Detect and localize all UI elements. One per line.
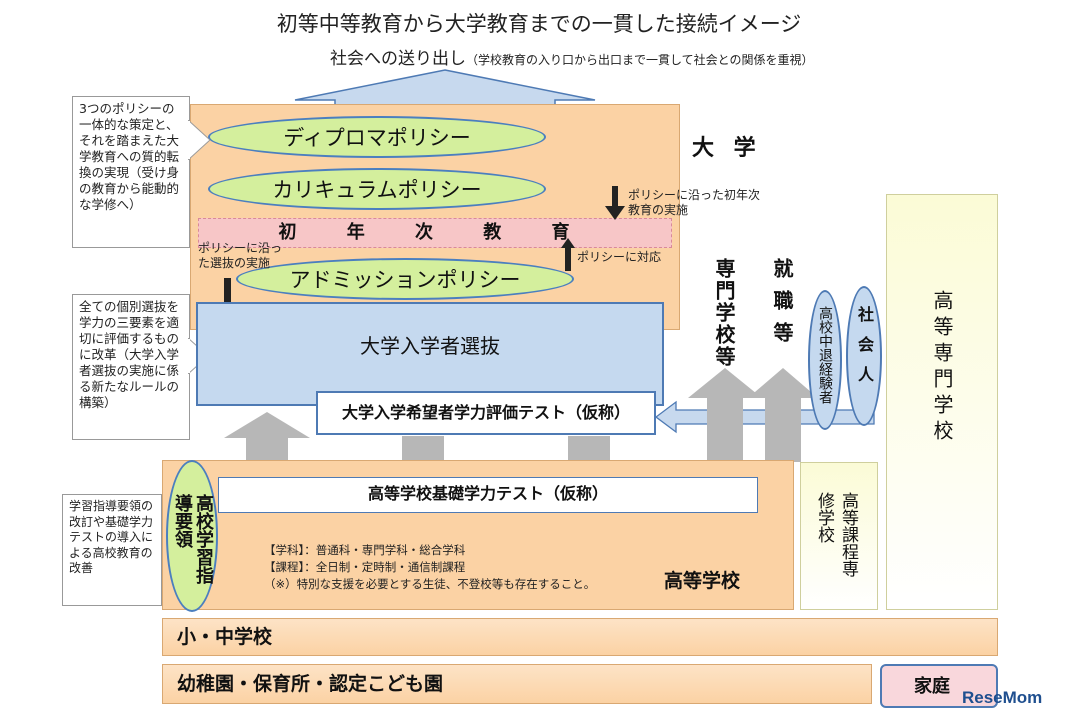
selection-callout: 全ての個別選抜を学力の三要素を適切に評価するものに改革（大学入学者選抜の実施に係… — [72, 294, 190, 440]
elementary-band: 小・中学校 — [162, 618, 998, 656]
dropout-ellipse — [808, 290, 842, 430]
guidelines-callout: 学習指導要領の改訂や基礎学力テストの導入による高校教育の改善 — [62, 494, 162, 606]
kosen-column — [886, 194, 998, 610]
university-label: 大 学 — [692, 136, 762, 161]
home-box: 家庭 — [880, 664, 998, 708]
admission-policy-ellipse: アドミッションポリシー — [236, 258, 574, 300]
vocational-up-arrow — [688, 368, 762, 462]
working-adults-label: 社会人 — [855, 306, 874, 396]
gray-arrow-left — [246, 436, 288, 464]
dropout-label: 高校中退経験者 — [817, 306, 833, 404]
kosen-label: 高等専門学校 — [930, 290, 954, 446]
policies-callout: 3つのポリシーの一体的な策定と、それを踏まえた大学教育への質的転換の実現（受け身… — [72, 96, 190, 248]
high-school-detail-2: 【課程】：全日制・定時制・通信制課程 — [264, 560, 466, 574]
down-arrow-first-year — [605, 186, 625, 220]
diagram-title: 初等中等教育から大学教育までの一貫した接続イメージ — [276, 12, 802, 36]
selection-policy-note: ポリシーに沿った選抜の実施 — [198, 241, 283, 270]
first-year-education-band: 初 年 次 教 育 — [198, 218, 672, 248]
employment-up-arrow — [748, 368, 818, 462]
senshu-label: 高等課程専修学校 — [814, 492, 858, 577]
gray-arrow-left-head — [224, 412, 310, 438]
gray-arrow-mid — [402, 436, 444, 462]
vocational-school-label: 専門学校等 — [712, 258, 736, 368]
watermark-logo: ReseMom — [962, 688, 1043, 707]
basic-academic-test-box: 高等学校基礎学力テスト（仮称） — [218, 477, 758, 513]
preschool-band: 幼稚園・保育所・認定こども園 — [162, 664, 872, 704]
selection-label: 大学入学者選抜 — [360, 334, 500, 358]
up-arrow-correspond — [561, 238, 575, 271]
first-year-note: ポリシーに沿った初年次教育の実施 — [628, 188, 761, 217]
university-admission-selection-block — [196, 302, 664, 406]
correspond-note: ポリシーに対応 — [577, 250, 662, 264]
high-school-label: 高等学校 — [664, 570, 741, 592]
society-up-arrow — [294, 69, 596, 110]
diploma-policy-ellipse: ディプロマポリシー — [208, 116, 546, 158]
employment-label: 就職等 — [770, 258, 794, 354]
gray-arrow-right — [568, 436, 610, 462]
high-school-detail-3: （※）特別な支援を必要とする生徒、不登校等も存在すること。 — [264, 577, 596, 591]
subtitle-main: 社会への送り出し — [330, 49, 466, 69]
senshu-column — [800, 462, 878, 610]
guidelines-label: 高校学習指導要領 — [172, 494, 214, 584]
university-entrance-test-box: 大学入学希望者学力評価テスト（仮称） — [316, 391, 656, 435]
policies-callout-pointer — [188, 120, 210, 160]
guidelines-ellipse — [166, 460, 218, 612]
working-adults-ellipse — [846, 286, 882, 426]
high-school-detail-1: 【学科】：普通科・専門学科・総合学科 — [264, 543, 466, 557]
subtitle-note: （学校教育の入り口から出口まで一貫して社会との関係を重視） — [466, 53, 814, 67]
curriculum-policy-ellipse: カリキュラムポリシー — [208, 168, 546, 210]
diagram-subtitle: 社会への送り出し（学校教育の入り口から出口まで一貫して社会との関係を重視） — [330, 44, 814, 69]
